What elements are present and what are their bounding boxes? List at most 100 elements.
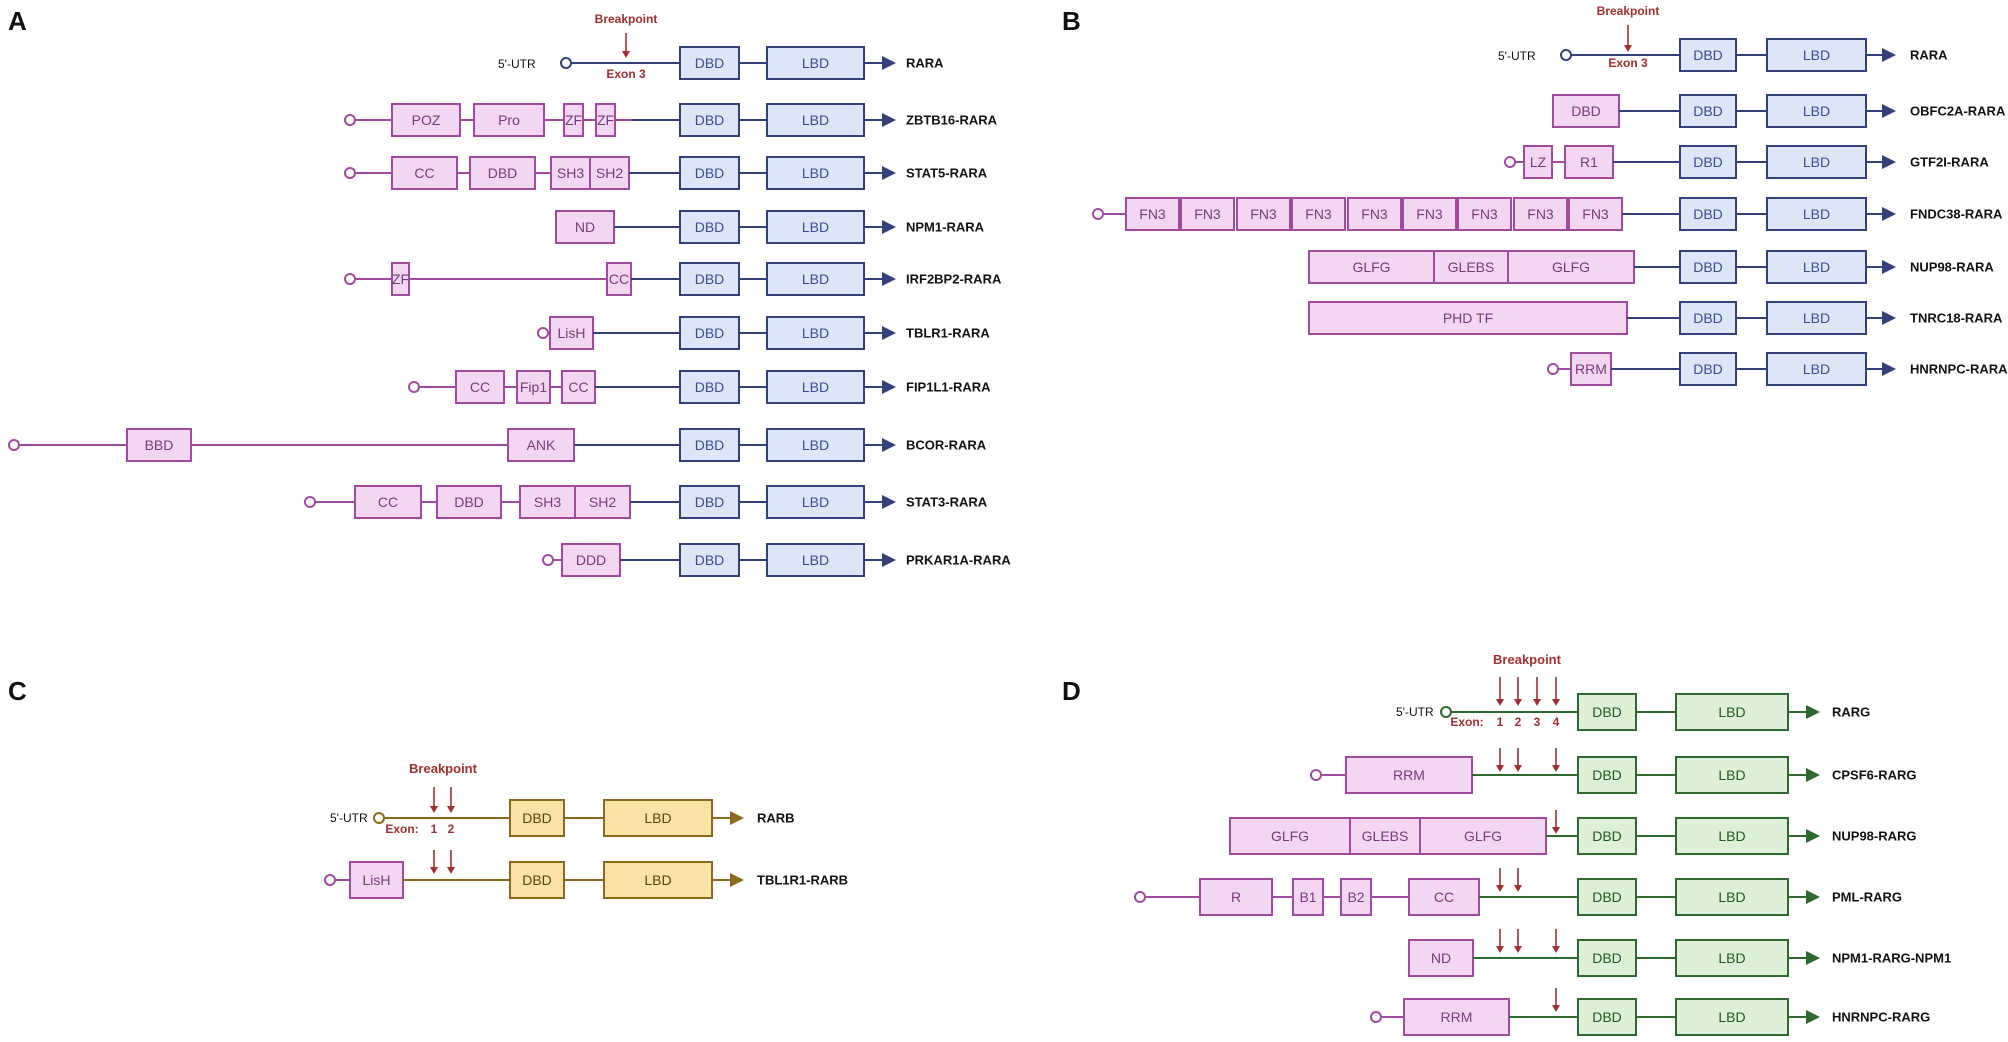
arrow-head-icon (882, 113, 896, 127)
cpsf6-lbd-box (1675, 756, 1789, 794)
exon-number: 4 (1553, 715, 1560, 729)
glfg-box (1229, 817, 1351, 855)
cc-label: CC (378, 494, 398, 510)
tnrc18-dbd-label: DBD (1693, 310, 1723, 326)
fn3-label: FN3 (1194, 206, 1221, 222)
breakpoint-arrow-head-icon (1624, 45, 1632, 52)
rarg-dbd-box (1577, 693, 1637, 731)
fn3-box (1402, 197, 1457, 231)
start-circle-icon (408, 381, 420, 393)
panel-label-d: D (1062, 676, 1081, 706)
tnrc18-lbd-label: LBD (1803, 310, 1830, 326)
arrow-head-icon (882, 380, 896, 394)
tblr1-dbd-label: DBD (695, 325, 725, 341)
sh2-box (589, 156, 630, 190)
arrow-head-icon (882, 56, 896, 70)
nup98-g-dbd-label: DBD (1592, 828, 1622, 844)
cpsf6-lbd-label: LBD (1718, 767, 1745, 783)
pro-box (473, 103, 545, 137)
phd-tf-label: PHD TF (1443, 310, 1493, 326)
glfg-box (1507, 250, 1635, 284)
start-circle-icon (1560, 49, 1572, 61)
breakpoint-label: Breakpoint (409, 761, 478, 776)
pml-lbd-box (1675, 878, 1789, 916)
breakpoint-arrow-head-icon (430, 806, 438, 813)
pml-lbd-label: LBD (1718, 889, 1745, 905)
breakpoint-label: Breakpoint (595, 12, 658, 26)
gene-label: STAT5-RARA (906, 166, 988, 181)
pro-label: Pro (498, 112, 520, 128)
gene-label: ZBTB16-RARA (906, 113, 998, 128)
zbtb16-dbd-label: DBD (695, 112, 725, 128)
exon-number: 2 (1515, 715, 1522, 729)
nup98-lbd-label: LBD (1803, 259, 1830, 275)
breakpoint-arrow-head-icon (1514, 699, 1522, 706)
gene-label: FNDC38-RARA (1910, 207, 2003, 222)
gene-label: RARA (906, 56, 944, 71)
exon-label: Exon 3 (1608, 56, 1648, 70)
tbl1r1-dbd-label: DBD (522, 872, 552, 888)
arrow-head-icon (1806, 829, 1820, 843)
arrow-head-icon (882, 220, 896, 234)
bcor-lbd-box (766, 428, 865, 462)
gene-label: OBFC2A-RARA (1910, 104, 2006, 119)
breakpoint-arrow-head-icon (1496, 765, 1504, 772)
b2-label: B2 (1347, 889, 1364, 905)
breakpoint-label: Breakpoint (1493, 652, 1562, 667)
start-circle-icon (1310, 769, 1322, 781)
start-circle-icon (344, 167, 356, 179)
sh2-label: SH2 (589, 494, 616, 510)
exon-prefix-label: Exon: (385, 822, 418, 836)
exon-label: Exon 3 (606, 67, 646, 81)
breakpoint-arrow-head-icon (1552, 699, 1560, 706)
breakpoint-arrow-head-icon (1552, 946, 1560, 953)
gene-label: NPM1-RARA (906, 220, 985, 235)
cc-label: CC (609, 271, 629, 287)
cpsf6-dbd-box (1577, 756, 1637, 794)
arrow-head-icon (882, 438, 896, 452)
gene-label: TNRC18-RARA (1910, 311, 2003, 326)
irf2bp2-lbd-label: LBD (802, 271, 829, 287)
npm1-g-lbd-label: LBD (1718, 950, 1745, 966)
dbd-pink-label: DBD (488, 165, 518, 181)
arrow-head-icon (1882, 155, 1896, 169)
start-circle-icon (8, 439, 20, 451)
fn3-box (1347, 197, 1402, 231)
gtf2i-lbd-label: LBD (1803, 154, 1830, 170)
start-circle-icon (542, 554, 554, 566)
breakpoint-arrow-head-icon (1514, 885, 1522, 892)
start-circle-icon (324, 874, 336, 886)
arrow-head-icon (1882, 311, 1896, 325)
exon-number: 3 (1534, 715, 1541, 729)
lish-box (549, 316, 594, 350)
rarb-lbd-label: LBD (644, 810, 671, 826)
exon-number: 1 (1497, 715, 1504, 729)
fndc38-lbd-box (1766, 197, 1867, 231)
fn3-box (1236, 197, 1291, 231)
fndc38-dbd-box (1679, 197, 1737, 231)
breakpoint-arrow-head-icon (447, 806, 455, 813)
ddd-box (561, 543, 621, 577)
poz-label: POZ (412, 112, 441, 128)
prkar1a-dbd-box (679, 543, 740, 577)
glebs-label: GLEBS (1362, 828, 1409, 844)
fn3-label: FN3 (1582, 206, 1609, 222)
arrow-head-icon (1882, 260, 1896, 274)
lish-box (349, 861, 404, 899)
obfc2a-lbd-box (1766, 94, 1867, 128)
obfc2a-dbd-label: DBD (1693, 103, 1723, 119)
tbl1r1-dbd-box (509, 861, 565, 899)
rrm-label: RRM (1393, 767, 1425, 783)
npm1-dbd-box (679, 210, 740, 244)
arrow-head-icon (1882, 104, 1896, 118)
cc-label: CC (470, 379, 490, 395)
exon-prefix-label: Exon: (1450, 715, 1483, 729)
stat5-lbd-label: LBD (802, 165, 829, 181)
breakpoint-arrow-head-icon (1496, 699, 1504, 706)
arrow-head-icon (882, 272, 896, 286)
arrow-head-icon (882, 495, 896, 509)
glebs-label: GLEBS (1448, 259, 1495, 275)
hnrnpc-g-dbd-box (1577, 998, 1637, 1036)
ddd-label: DDD (576, 552, 606, 568)
gene-label: NUP98-RARG (1832, 829, 1917, 844)
